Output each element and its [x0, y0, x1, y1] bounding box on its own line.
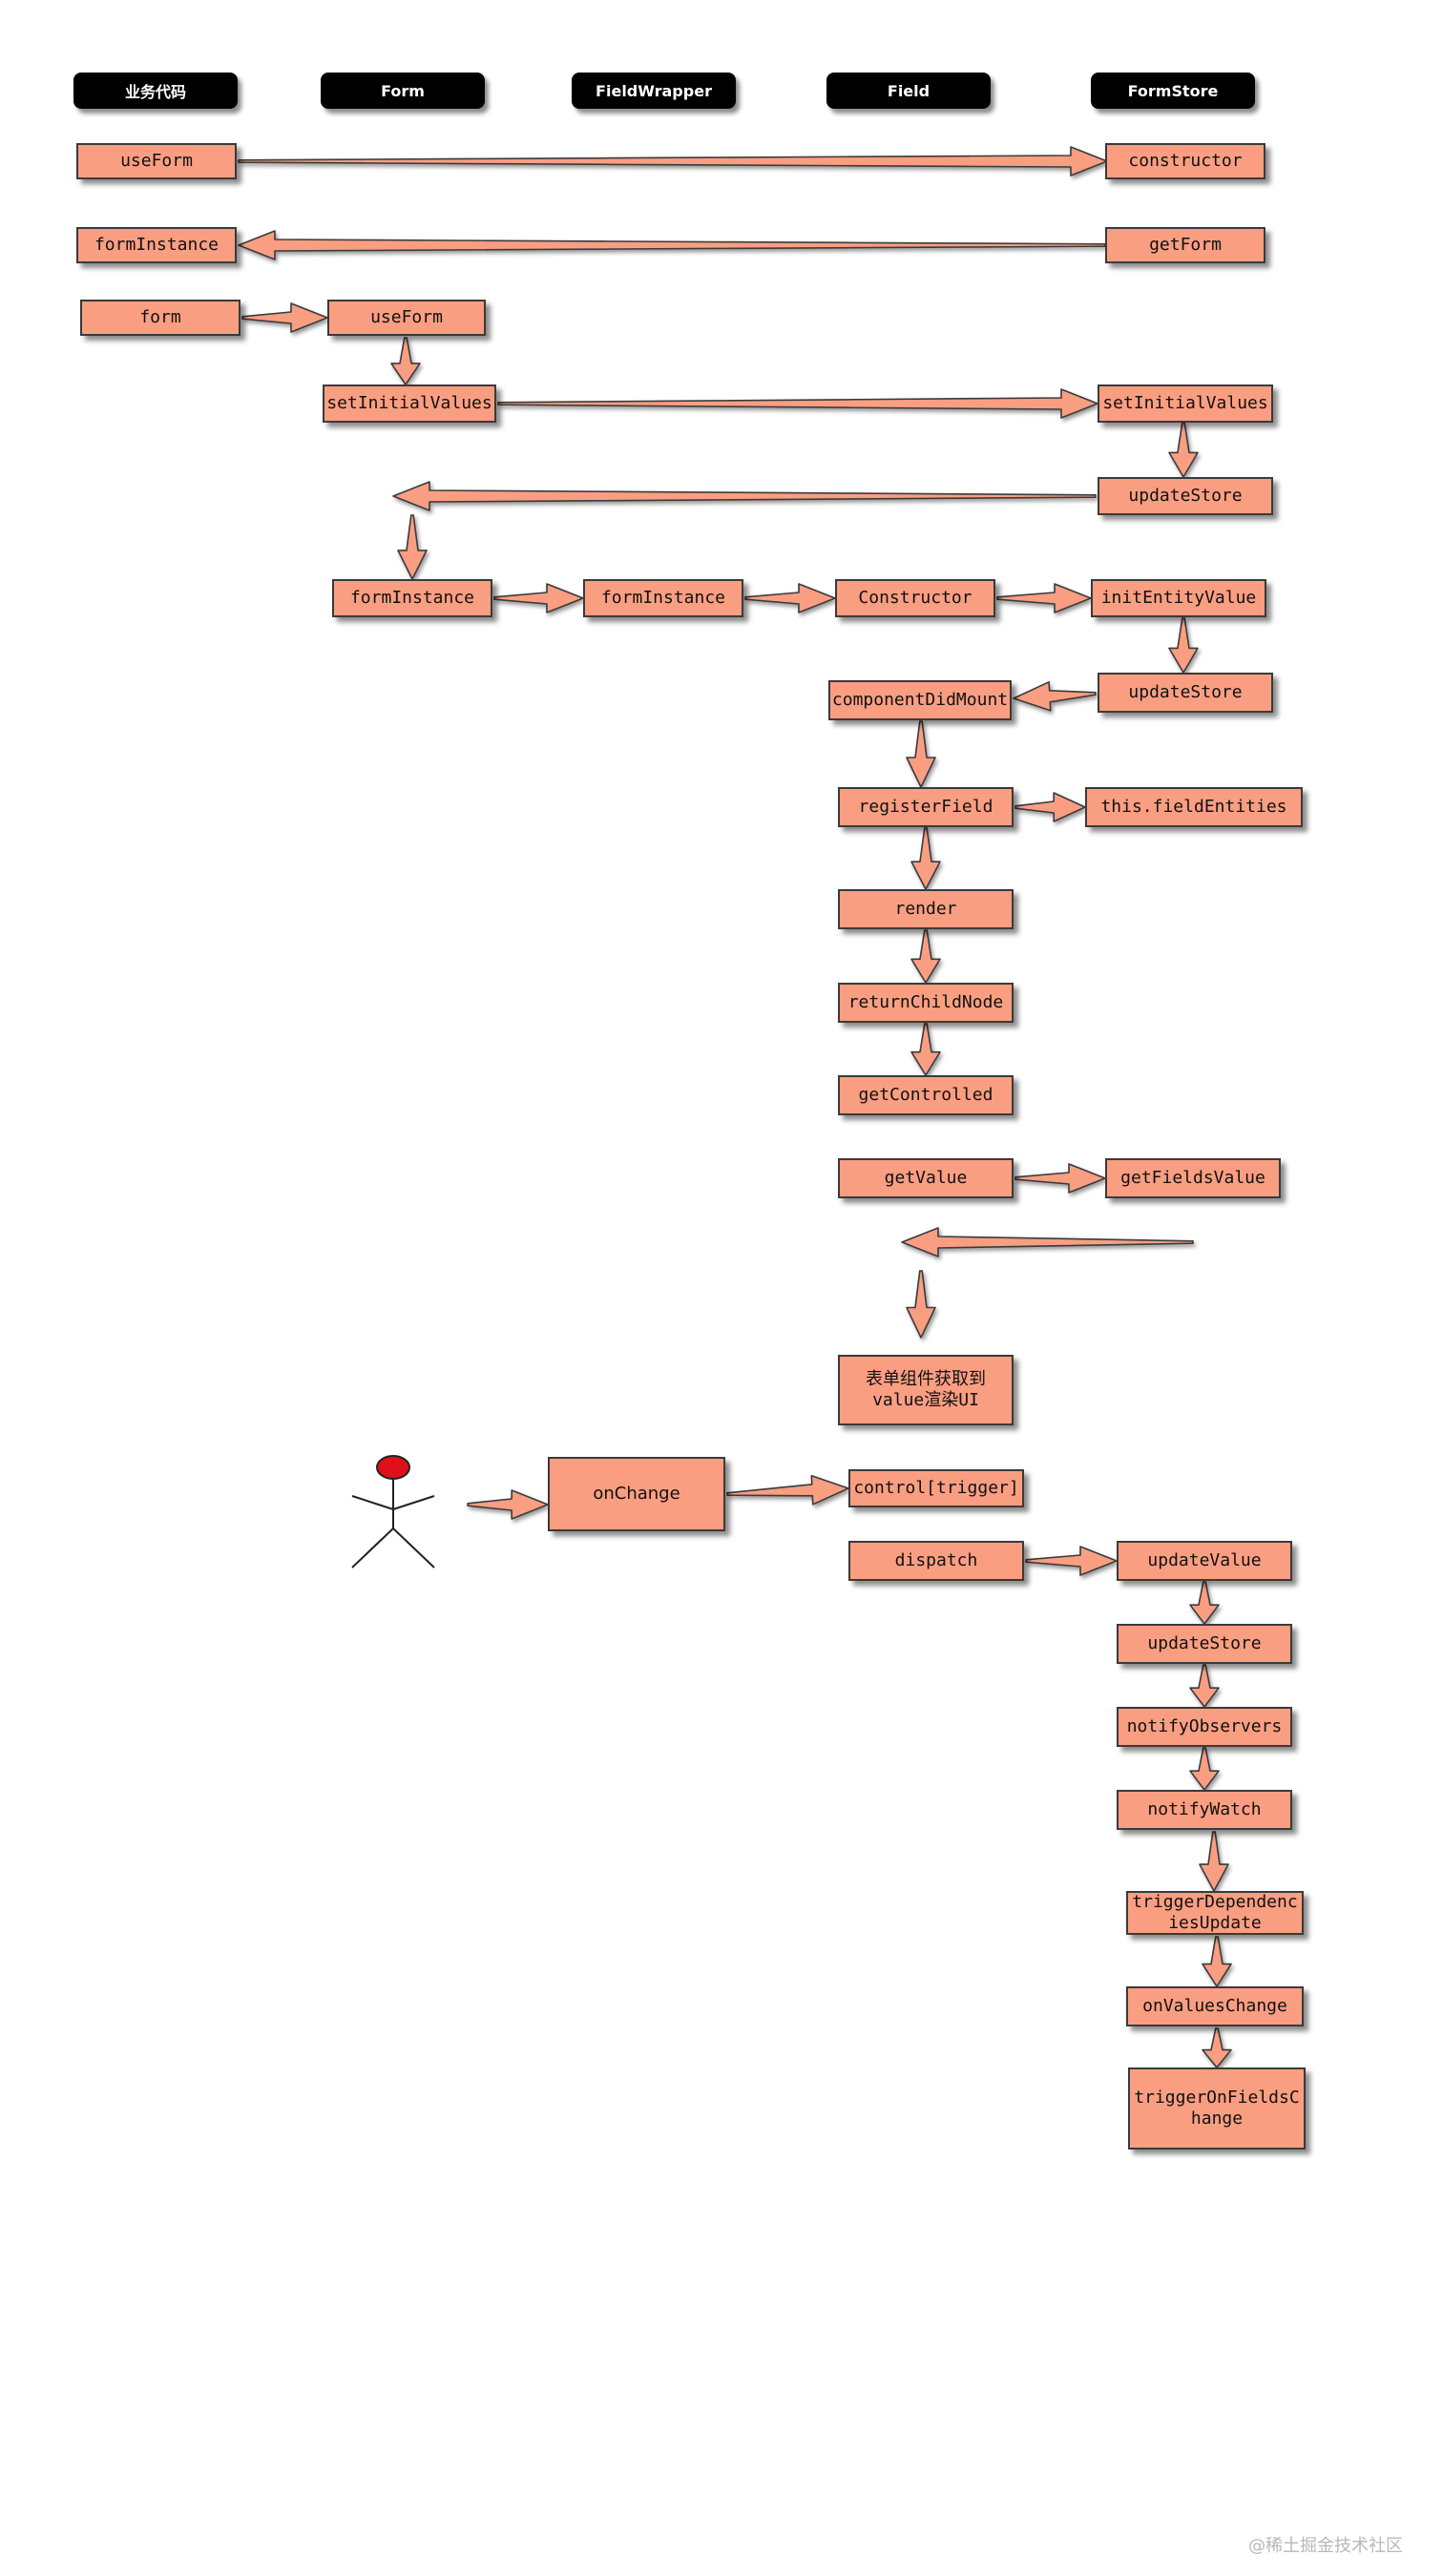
node-updatevalue: updateValue: [1117, 1541, 1292, 1581]
stick-figure-user-icon: [351, 1455, 435, 1568]
flow-arrow-28: [1199, 1831, 1229, 1892]
node-initentityvalue: initEntityValue: [1091, 579, 1266, 617]
node-setinitialvalues-store: setInitialValues: [1098, 384, 1273, 423]
flow-arrow-7: [392, 481, 1097, 511]
flow-arrow-19: [1014, 1163, 1106, 1194]
node-getcontrolled: getControlled: [838, 1075, 1014, 1115]
flow-arrow-20: [901, 1227, 1194, 1257]
node-componentdidmount: componentDidMount: [828, 680, 1012, 720]
node-notifyobservers: notifyObservers: [1117, 1707, 1292, 1747]
flow-arrow-2: [238, 230, 1106, 260]
lane-header-form-store: FormStore: [1091, 73, 1255, 109]
node-forminstance-form: formInstance: [332, 579, 492, 617]
flow-arrow-23: [726, 1475, 849, 1506]
lane-header-field: Field: [826, 73, 991, 109]
node-triggeronfieldschange: triggerOnFieldsC hange: [1128, 2067, 1306, 2150]
node-returnchildnode: returnChildNode: [838, 983, 1014, 1023]
flow-arrow-6: [1168, 422, 1199, 478]
node-getvalue: getValue: [838, 1158, 1014, 1198]
node-updatestore-2: updateStore: [1098, 673, 1273, 713]
node-triggerdependencies: triggerDependenc iesUpdate: [1126, 1891, 1304, 1935]
flow-arrow-29: [1202, 1936, 1232, 1987]
node-useform-form: useForm: [327, 300, 486, 336]
flow-arrow-17: [910, 929, 941, 984]
flow-arrow-15: [1014, 792, 1086, 822]
lane-header-business-code: 业务代码: [73, 73, 238, 109]
lane-header-form: Form: [321, 73, 485, 109]
flow-arrow-22: [467, 1489, 549, 1520]
flow-arrow-16: [910, 827, 941, 890]
watermark: @稀土掘金技术社区: [1248, 2536, 1403, 2556]
flow-arrow-30: [1202, 2027, 1232, 2068]
flow-arrow-24: [1025, 1546, 1118, 1576]
node-dispatch: dispatch: [848, 1541, 1024, 1581]
flow-arrow-27: [1189, 1747, 1220, 1791]
flow-arrow-13: [1013, 680, 1097, 712]
flow-arrow-26: [1189, 1664, 1220, 1708]
node-onchange: onChange: [548, 1457, 725, 1531]
lane-header-field-wrapper: FieldWrapper: [572, 73, 736, 109]
node-form: form: [80, 300, 240, 336]
flow-arrow-12: [1168, 617, 1199, 674]
flow-arrow-1: [238, 146, 1108, 177]
node-registerfield: registerField: [838, 787, 1014, 827]
flow-arrow-25: [1189, 1581, 1220, 1625]
node-render-ui: 表单组件获取到 value渲染UI: [838, 1355, 1014, 1425]
node-forminstance-business: formInstance: [76, 227, 237, 263]
flow-arrow-4: [390, 337, 421, 385]
node-useform-business: useForm: [76, 143, 237, 179]
node-constructor-field: Constructor: [835, 579, 995, 617]
flow-arrow-18: [910, 1023, 941, 1076]
node-control-trigger: control[trigger]: [848, 1469, 1024, 1507]
node-onvalueschange: onValuesChange: [1126, 1986, 1304, 2026]
node-constructor: constructor: [1105, 143, 1265, 179]
flow-arrow-11: [996, 583, 1092, 613]
flow-arrow-9: [493, 583, 584, 613]
node-getform: getForm: [1105, 227, 1265, 263]
node-render: render: [838, 889, 1014, 929]
flow-arrow-8: [397, 514, 428, 580]
flow-arrow-21: [906, 1270, 936, 1339]
node-updatestore-1: updateStore: [1098, 477, 1273, 515]
flow-arrow-10: [744, 583, 836, 613]
node-getfieldsvalue: getFieldsValue: [1105, 1158, 1281, 1198]
node-updatestore-3: updateStore: [1117, 1624, 1292, 1664]
node-forminstance-wrapper: formInstance: [583, 579, 743, 617]
flow-arrow-5: [497, 388, 1098, 419]
node-fieldentities: this.fieldEntities: [1085, 787, 1303, 827]
node-notifywatch: notifyWatch: [1117, 1790, 1292, 1830]
flow-arrow-3: [241, 302, 328, 333]
node-setinitialvalues-form: setInitialValues: [323, 384, 496, 423]
flow-arrow-14: [906, 720, 936, 788]
